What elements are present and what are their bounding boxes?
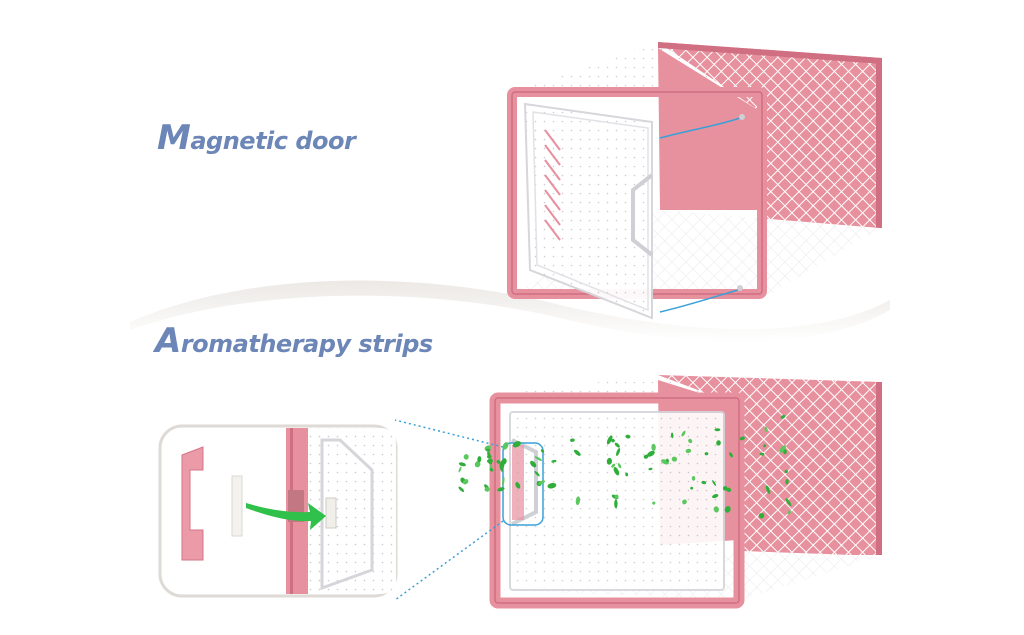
leaf-icon [765,485,771,494]
leaf-icon [713,506,719,513]
leaf-icon [614,499,618,509]
leaf-icon [758,512,765,519]
leaf-icon [688,438,693,444]
top-shoe-box [507,42,882,320]
leaf-icon [785,498,792,507]
leaf-icon [496,459,501,464]
leaf-icon [691,476,696,481]
leaf-icon [722,486,728,491]
leaf-icon [463,454,469,460]
leaf-icon [501,458,507,465]
leaf-icon [671,456,678,462]
door-handle [631,173,654,257]
leaf-icon [458,466,462,473]
leaf-icon [606,435,613,445]
leaf-icon [462,479,469,485]
leaf-icon [690,486,694,490]
leaf-icon [606,457,613,465]
tether-wire [659,289,739,313]
leaf-icon [729,452,733,458]
leaf-icon [515,482,521,489]
leaf-icon [670,432,674,439]
leaf-icon [611,439,615,443]
leaf-icon [458,486,465,493]
leaf-icon [685,448,692,454]
magnetic-door [523,102,653,320]
leaf-icon [474,461,481,468]
leaf-icon [611,463,616,468]
leaf-icon [682,499,687,505]
tether-wire [659,117,741,139]
leaf-icon [704,452,709,456]
side-mesh-panel [658,375,882,555]
caption-rest: agnetic door [190,127,356,155]
leaf-icon [547,482,557,489]
leaf-icon [712,494,719,499]
leaf-icon [575,496,581,506]
leaf-icon [617,463,622,469]
magnetic-door-caption: Magnetic door [157,118,356,158]
leaf-icon [512,441,521,448]
leaf-icon [625,472,629,477]
bottom-shoe-box [394,375,882,609]
leaf-icon [487,454,492,459]
leaf-icon [724,506,731,513]
leaf-icon [487,458,493,464]
side-mesh-panel [658,42,882,230]
leaf-icon [764,426,768,433]
leaf-icon [573,449,581,456]
aroma-leaves [458,414,792,519]
aromatherapy-strip [231,475,243,537]
leaf-icon [763,444,767,448]
leaf-icon [739,436,745,441]
leaf-icon [502,442,509,450]
leaf-icon [646,450,655,457]
leaf-icon [652,501,656,505]
leaf-icon [497,487,505,492]
leaf-icon [614,494,619,499]
caption-initial: A [155,321,181,361]
caption-initial: M [157,118,191,158]
leaf-icon [651,443,656,451]
leaf-icon [530,460,537,468]
leaf-icon [613,466,620,476]
leaf-icon [534,470,540,477]
leaf-icon [538,480,545,485]
leaf-icon [484,487,490,492]
leaf-icon [780,414,786,419]
leaf-icon [534,456,543,461]
leaf-icon [759,452,765,456]
leaf-icon [701,480,707,485]
leaf-icon [458,462,466,467]
aromatherapy-strips-caption: Aromatherapy strips [155,321,433,361]
leaf-icon [714,428,721,432]
leaf-icon [551,459,557,463]
leaf-icon [681,430,686,437]
leaf-icon [616,448,621,456]
leaf-icon [489,468,494,472]
leaf-icon [477,456,482,463]
leaf-icon [502,476,505,486]
leaf-icon [486,448,491,452]
leaf-icon [726,487,732,492]
handle-detail-inset [158,424,398,598]
wave-divider [130,280,890,342]
leaf-icon [712,480,717,486]
insert-arrow-icon [246,503,326,530]
leaf-icon [716,440,721,446]
leaf-icon [666,458,669,463]
leaf-icon [540,449,545,453]
leaf-icon [614,442,620,448]
leaf-icon [784,469,788,474]
leaf-icon [785,479,789,485]
leaf-icon [648,467,653,471]
leaf-icon [570,438,575,442]
leaf-icon [625,434,631,439]
leaf-icon [779,445,786,454]
handle-piece [181,446,204,561]
caption-rest: romatherapy strips [180,330,433,358]
leaf-icon [488,461,493,465]
leaf-icon [787,510,791,515]
